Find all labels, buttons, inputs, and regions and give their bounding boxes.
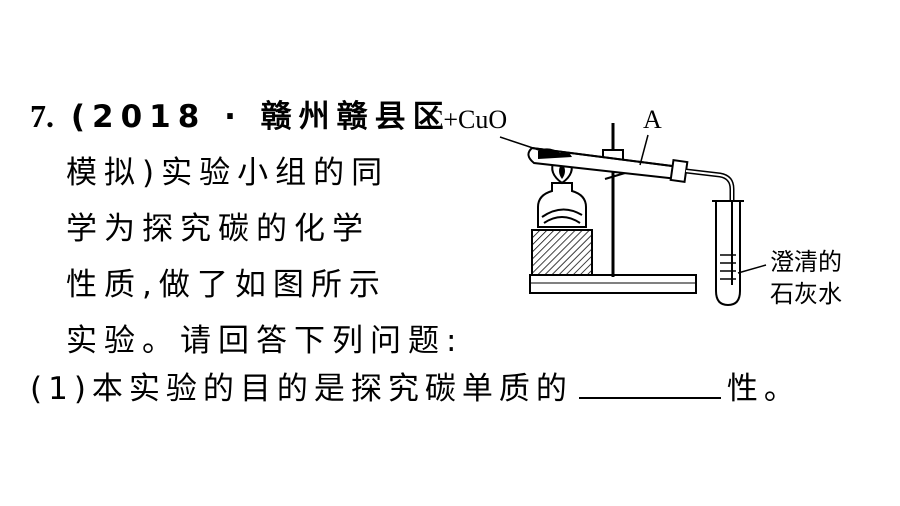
- apparatus-diagram: [499, 123, 767, 307]
- question-number: 7.: [30, 98, 54, 134]
- question-line-1: 模拟)实验小组的同: [66, 155, 390, 191]
- question-source: (2018 · 赣州赣县区: [70, 99, 451, 135]
- wooden-block: [531, 229, 593, 276]
- sub-question-1-tail: 性。: [726, 371, 801, 407]
- question-7: 7. (2018 · 赣州赣县区 模拟)实验小组的同 学为探究碳的化学 性质,做…: [30, 88, 464, 369]
- label-limewater-1: 澄清的: [770, 248, 842, 276]
- label-reactants: C+CuO: [426, 105, 508, 134]
- reactant-powder: [538, 148, 572, 159]
- limewater-tube: [715, 201, 741, 307]
- sub-question-1-text: (1)本实验的目的是探究碳单质的: [30, 371, 573, 407]
- label-a: A: [643, 105, 662, 134]
- question-line-4: 实验。请回答下列问题:: [66, 323, 464, 359]
- stand-base: [529, 274, 697, 294]
- stopper: [669, 158, 689, 184]
- sub-question-1: (1)本实验的目的是探究碳单质的 性。: [30, 361, 801, 417]
- question-line-3: 性质,做了如图所示: [66, 267, 387, 303]
- answer-blank[interactable]: [578, 367, 721, 399]
- label-limewater-2: 石灰水: [770, 280, 842, 308]
- alcohol-lamp: [537, 182, 587, 228]
- question-line-2: 学为探究碳的化学: [66, 211, 370, 247]
- limewater-level: [720, 254, 736, 280]
- question-header: 7. (2018 · 赣州赣县区: [30, 88, 444, 145]
- apparatus-figure: C+CuO A 澄清的 石灰水: [420, 95, 880, 325]
